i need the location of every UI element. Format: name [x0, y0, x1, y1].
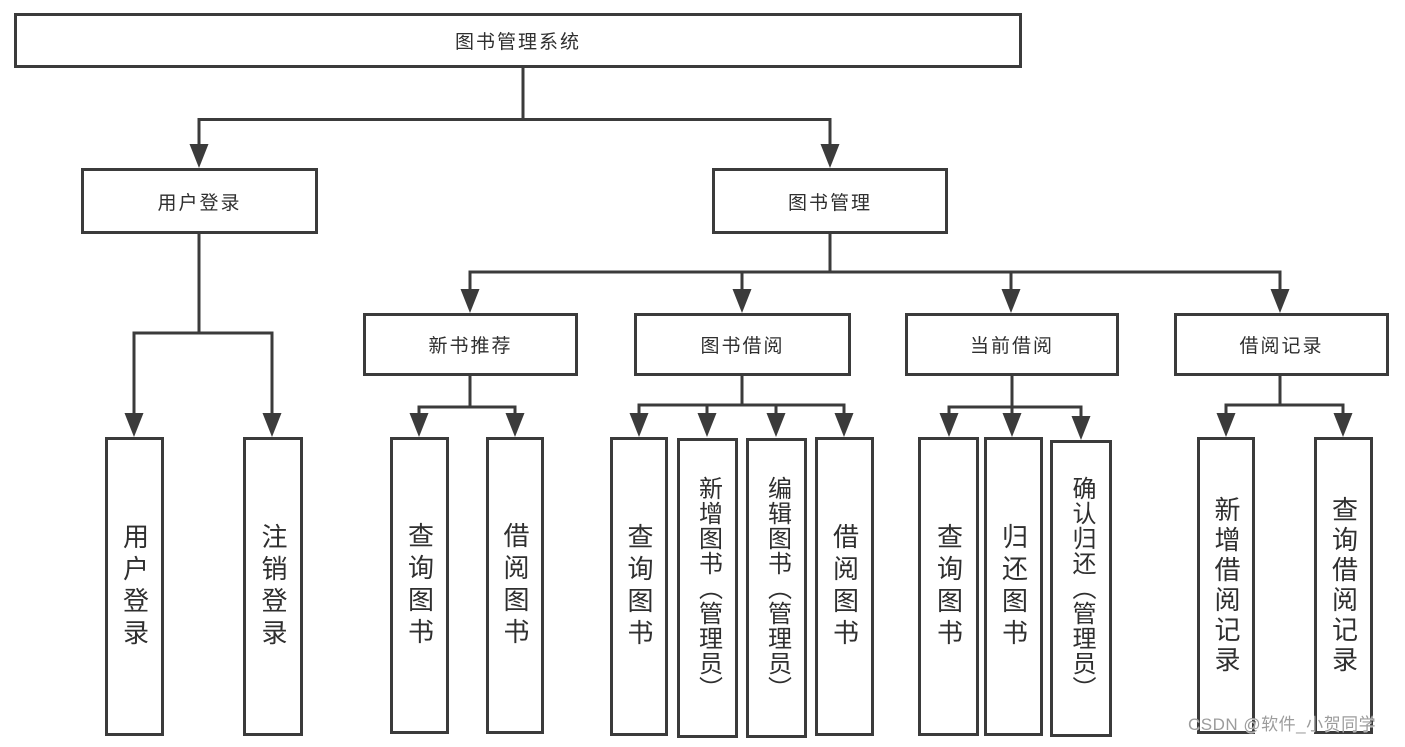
arrowhead [629, 413, 649, 437]
leaf-nb-borrow-books: 借阅图书 [486, 437, 544, 734]
connector-cb-rail [947, 405, 1083, 416]
leaf-logout: 注销登录 [243, 437, 303, 736]
node-user-login: 用户登录 [81, 168, 318, 234]
arrowhead [697, 413, 717, 437]
csdn-watermark: CSDN @软件_小贺同学 [1188, 715, 1377, 734]
arrowhead [262, 413, 282, 437]
arrowhead [1071, 416, 1091, 440]
arrowhead [766, 413, 786, 437]
leaf-cb-return-books: 归还图书 [984, 437, 1043, 736]
arrowhead [1270, 289, 1290, 313]
connector-br-rail [1224, 403, 1345, 416]
leaf-bb-add-books-admin: 新增图书（管理员） [677, 438, 738, 738]
leaf-bb-query-books: 查询图书 [610, 437, 668, 736]
leaf-bb-edit-books-admin: 编辑图书（管理员） [746, 438, 807, 738]
node-new-book-recommend: 新书推荐 [363, 313, 578, 376]
arrowhead [820, 144, 840, 168]
node-book-borrow: 图书借阅 [634, 313, 851, 376]
connector-bb-rail [637, 403, 846, 416]
arrowhead [409, 413, 429, 437]
leaf-nb-query-books: 查询图书 [390, 437, 449, 734]
connector-user-login-rail [132, 331, 274, 416]
arrowhead [460, 289, 480, 313]
leaf-user-login: 用户登录 [105, 437, 164, 736]
arrowhead [124, 413, 144, 437]
node-borrow-records: 借阅记录 [1174, 313, 1389, 376]
arrowhead [732, 289, 752, 313]
leaf-bb-borrow-books: 借阅图书 [815, 437, 874, 736]
arrowhead [939, 413, 959, 437]
arrowhead [1002, 413, 1022, 437]
connector-level2-rail [197, 118, 832, 146]
node-book-management: 图书管理 [712, 168, 948, 234]
arrowhead [1333, 413, 1353, 437]
arrowhead [1001, 289, 1021, 313]
node-root: 图书管理系统 [14, 13, 1022, 68]
node-current-borrow: 当前借阅 [905, 313, 1119, 376]
arrowhead [505, 413, 525, 437]
arrowhead [1216, 413, 1236, 437]
leaf-cb-query-books: 查询图书 [918, 437, 979, 736]
connector-level3-rail [468, 270, 1282, 292]
leaf-cb-confirm-return-admin: 确认归还（管理员） [1050, 440, 1112, 737]
arrowheads [124, 144, 1353, 440]
connector-nb-rail [417, 405, 517, 416]
arrowhead [834, 413, 854, 437]
arrowhead [189, 144, 209, 168]
leaf-br-add-record: 新增借阅记录 [1197, 437, 1255, 734]
leaf-br-query-record: 查询借阅记录 [1314, 437, 1373, 734]
